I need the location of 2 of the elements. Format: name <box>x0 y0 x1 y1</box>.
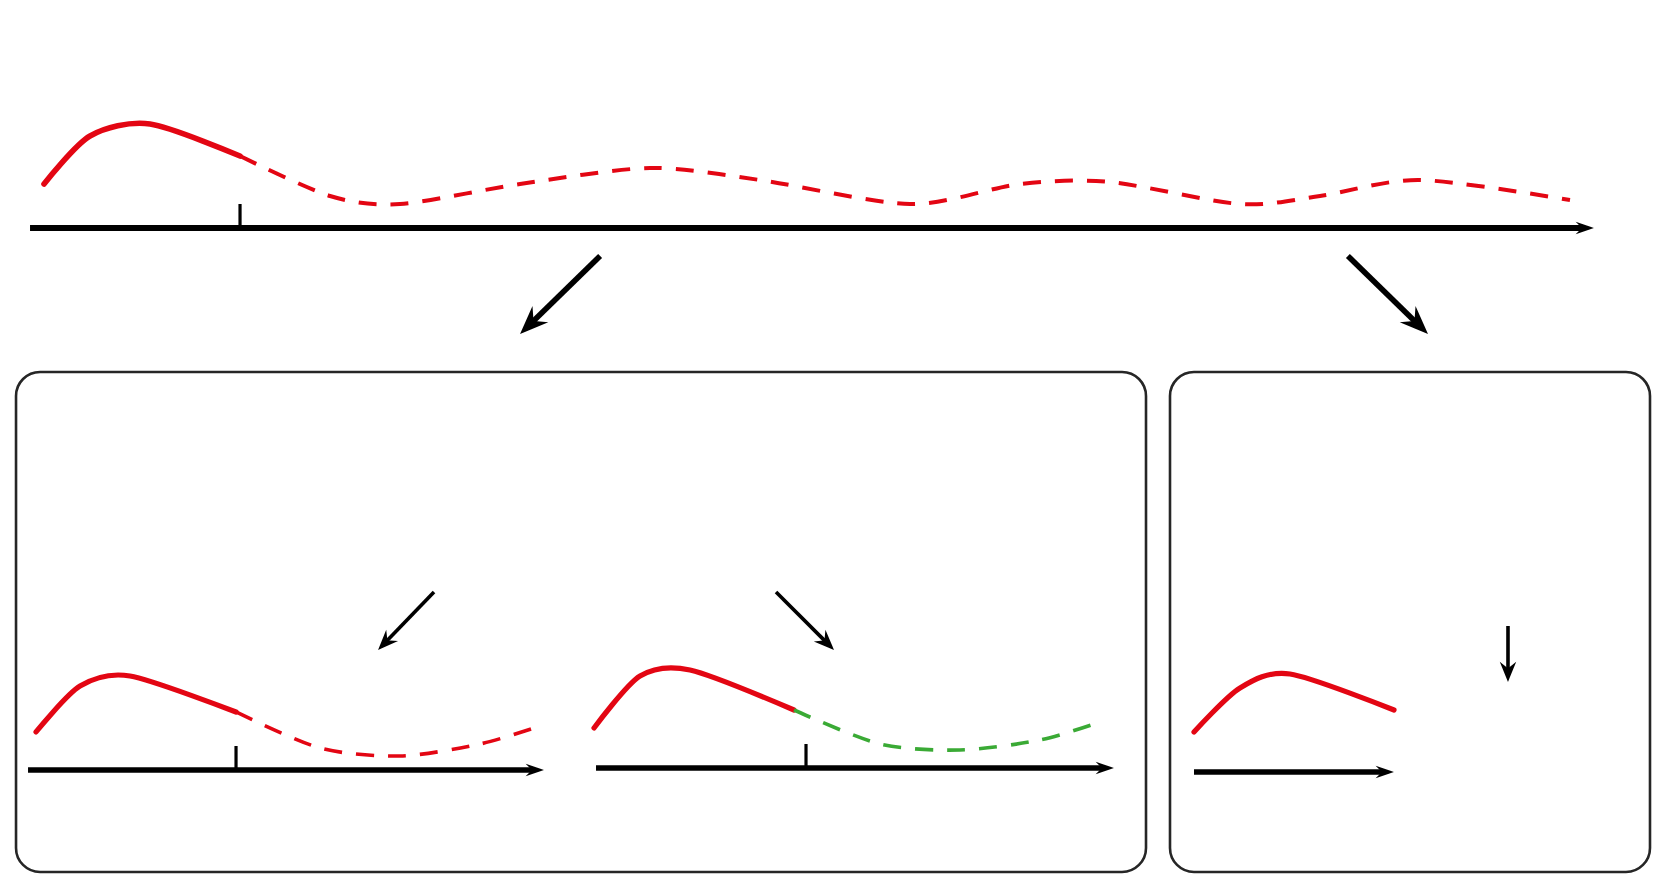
panel-box <box>14 370 1148 874</box>
panel-box <box>1168 370 1652 874</box>
